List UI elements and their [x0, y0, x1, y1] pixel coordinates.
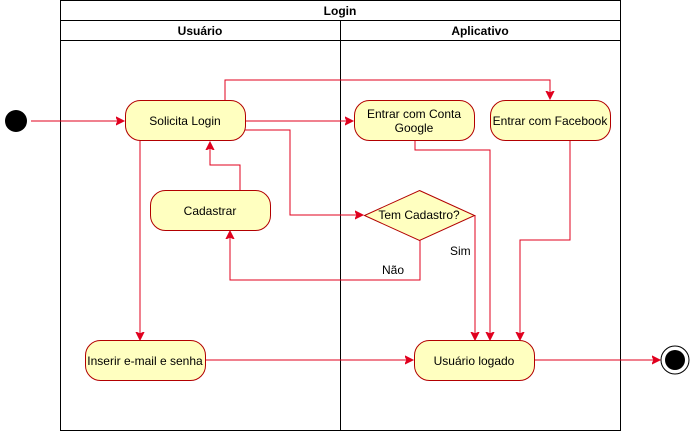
enter-credentials-label: Inserir e-mail e senha	[87, 354, 203, 368]
edge-register-to-request-login	[210, 142, 241, 190]
google-label-line2: Google	[395, 121, 434, 135]
decision-has-account[interactable]	[363, 189, 476, 242]
edge-request-login-to-facebook	[224, 79, 550, 100]
edge-facebook-to-logged-in	[520, 141, 571, 340]
edge-decision-no-to-register	[230, 231, 421, 281]
activity-login-google[interactable]	[354, 100, 475, 141]
edges	[31, 79, 660, 360]
logged-in-label: Usuário logado	[434, 354, 515, 368]
google-label-line1: Entrar com Conta	[367, 107, 461, 121]
activity-login-facebook[interactable]	[490, 100, 611, 141]
initial-node	[5, 110, 27, 132]
request-login-label: Solicita Login	[149, 114, 220, 128]
facebook-label: Entrar com Facebook	[493, 114, 609, 128]
register-label: Cadastrar	[184, 204, 237, 218]
edge-request-login-to-decision	[245, 129, 363, 215]
lane-title-app: Aplicativo	[451, 24, 508, 38]
decision-yes-label: Sim	[450, 244, 471, 258]
activity-enter-credentials[interactable]	[85, 340, 206, 381]
edge-google-to-logged-in	[414, 141, 490, 340]
pool-title: Login	[324, 4, 357, 18]
decision-no-label: Não	[382, 263, 404, 277]
activity-logged-in[interactable]	[414, 340, 535, 381]
activity-request-login[interactable]	[125, 100, 246, 141]
lane-title-user: Usuário	[178, 24, 223, 38]
decision-label: Tem Cadastro?	[378, 208, 460, 222]
activity-register[interactable]	[150, 190, 271, 231]
final-node	[660, 345, 690, 375]
